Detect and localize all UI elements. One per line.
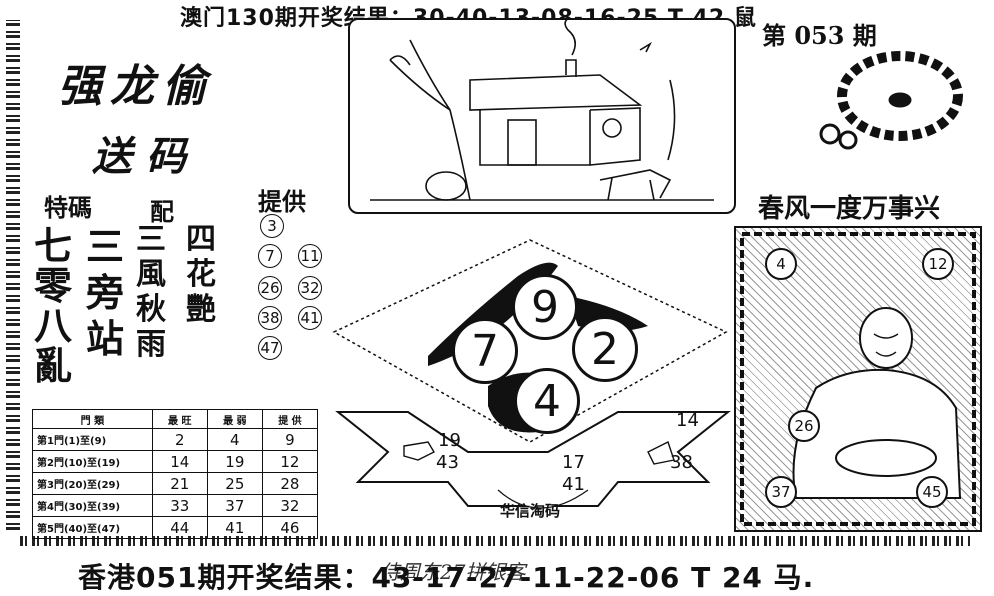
- row-label: 第5門(40)至(47): [32, 516, 153, 539]
- provide-number: 11: [298, 244, 322, 268]
- char: 零: [34, 263, 73, 308]
- cell: 37: [206, 494, 263, 517]
- row-label: 第2門(10)至(19): [32, 450, 153, 473]
- table-row: 第5門(40)至(47) 44 41 46: [32, 516, 319, 539]
- provide-label: 提供: [258, 187, 306, 216]
- cell: 41: [206, 516, 263, 539]
- provide-number: 38: [258, 306, 282, 330]
- cell: 32: [261, 494, 319, 517]
- table-row: 第3門(20)至(29) 21 25 28: [32, 472, 319, 495]
- ball-number: 2: [572, 316, 638, 382]
- footer-stamp: 侍周东27拼银客: [380, 560, 526, 584]
- table-row: 第2門(10)至(19) 14 19 12: [32, 450, 319, 473]
- provide-number: 7: [258, 244, 282, 268]
- table-row: 第1門(1)至(9) 2 4 9: [32, 428, 319, 451]
- buddha-number: 37: [765, 476, 797, 508]
- cell: 25: [206, 472, 263, 495]
- provide-number: 3: [260, 214, 284, 238]
- bead-loop-icon: [819, 51, 963, 150]
- cell: 12: [261, 450, 319, 473]
- char: 亂: [34, 343, 73, 388]
- table-row: 第4門(30)至(39) 33 37 32: [32, 494, 319, 517]
- char: 雨: [136, 327, 166, 362]
- special-col-1: 七 零 八 亂: [34, 226, 78, 386]
- header-cell: 提 供: [261, 409, 319, 429]
- banner-number: 41: [562, 474, 585, 495]
- ball-number: 9: [512, 274, 578, 340]
- cell: 2: [151, 428, 208, 451]
- cell: 4: [206, 428, 263, 451]
- banner-number: 14: [676, 410, 699, 431]
- char: 艷: [186, 292, 216, 327]
- char: 四: [186, 222, 216, 257]
- cell: 14: [151, 450, 208, 473]
- pair-col-1: 三 風 秋 雨: [136, 222, 176, 362]
- banner-caption: 华信淘码: [500, 502, 561, 520]
- provide-number: 26: [258, 276, 282, 300]
- buddha-number: 26: [788, 410, 820, 442]
- banner-number: 19: [438, 430, 461, 451]
- cell: 19: [206, 450, 263, 473]
- header-cell: 門 類: [32, 409, 153, 429]
- cell: 21: [151, 472, 208, 495]
- char: 三: [136, 222, 166, 257]
- house-drawing: [370, 15, 714, 201]
- char: 花: [186, 257, 216, 292]
- cell: 44: [151, 516, 208, 539]
- ball-number: 4: [514, 368, 580, 434]
- char: 風: [136, 257, 166, 292]
- brand-name: 强龙偷: [58, 61, 214, 112]
- bottom-border: [20, 536, 970, 546]
- buddha-number: 12: [922, 248, 954, 280]
- period-label: 第 053 期: [762, 21, 877, 50]
- buddha-number: 4: [765, 248, 797, 280]
- pair-label: 配: [150, 197, 174, 226]
- char: 三: [86, 224, 125, 269]
- char: 七: [34, 223, 73, 268]
- char: 秋: [136, 292, 166, 327]
- house-illustration: [348, 15, 736, 214]
- provide-number: 32: [298, 276, 322, 300]
- pair-col-2: 四 花 艷: [186, 222, 226, 327]
- header-cell: 最 弱: [206, 409, 263, 429]
- header-cell: 最 旺: [151, 409, 208, 429]
- char: 旁: [86, 270, 125, 315]
- table-header-row: 門 類 最 旺 最 弱 提 供: [32, 409, 319, 429]
- banner-number: 38: [670, 452, 693, 473]
- cell: 28: [261, 472, 319, 495]
- slogan: 春风一度万事兴: [758, 194, 941, 224]
- buddha-number: 45: [916, 476, 948, 508]
- hongkong-result-title: 香港051期开奖结果：43-17-27-11-22-06 T 24 马.: [78, 561, 815, 594]
- special-col-2: 三 旁 站: [86, 224, 130, 362]
- brand-subtitle: 送码: [92, 133, 200, 180]
- stats-table: 門 類 最 旺 最 弱 提 供 第1門(1)至(9) 2 4 9 第2門(10)…: [32, 409, 319, 539]
- cell: 46: [261, 516, 319, 539]
- banner-number: 17: [562, 452, 585, 473]
- row-label: 第4門(30)至(39): [32, 494, 153, 517]
- provide-number: 47: [258, 336, 282, 360]
- provide-number: 41: [298, 306, 322, 330]
- buddha-figure: [740, 232, 976, 526]
- left-border: [6, 20, 20, 530]
- banner-number: 43: [436, 452, 459, 473]
- row-label: 第3門(20)至(29): [32, 472, 153, 495]
- row-label: 第1門(1)至(9): [32, 428, 153, 451]
- cell: 33: [151, 494, 208, 517]
- char: 八: [34, 303, 73, 348]
- cell: 9: [261, 428, 319, 451]
- special-label: 特碼: [44, 193, 92, 222]
- ball-number: 7: [452, 318, 518, 384]
- char: 站: [86, 316, 125, 361]
